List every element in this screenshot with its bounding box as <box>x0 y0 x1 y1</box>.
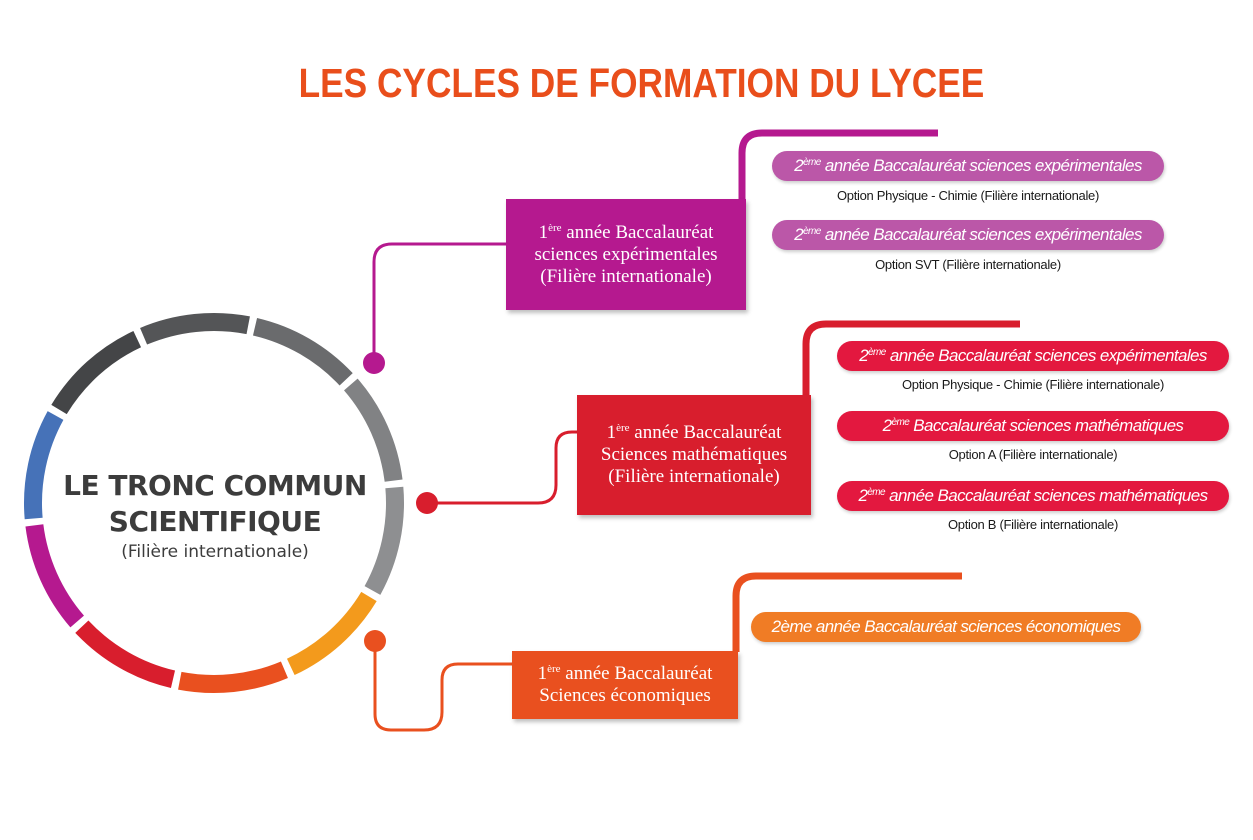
connector-top-branch-2 <box>802 320 1020 398</box>
center-disc <box>43 332 385 674</box>
ring-segment-10 <box>25 524 85 628</box>
option-physique-chimie: Option Physique - Chimie (Filière intern… <box>836 188 1100 203</box>
box-line3: (Filière internationale) <box>608 466 780 487</box>
option-svt: Option SVT (Filière internationale) <box>875 257 1061 272</box>
pill-2eme-sciences-experimentales-pc: 2ème année Baccalauréat sciences expérim… <box>772 151 1164 181</box>
ring-segment-7 <box>286 591 377 676</box>
box-line1: 1ère année Baccalauréat <box>538 221 714 243</box>
ring-segment-5 <box>343 378 403 482</box>
ring-segment-3 <box>140 313 250 345</box>
center-ring <box>24 313 404 693</box>
connectors <box>363 129 1020 732</box>
option-physique-chimie-2: Option Physique - Chimie (Filière intern… <box>901 377 1165 392</box>
box-line2: sciences expérimentales <box>534 243 718 265</box>
center-label-line2: SCIENTIFIQUE <box>108 505 322 538</box>
pill-2eme-sciences-mathematiques-a: 2ème Baccalauréat sciences mathématiques <box>837 411 1229 441</box>
connector-top-branch-1 <box>738 129 938 202</box>
option-b: Option B (Filière internationale) <box>947 517 1119 532</box>
ring-segment-9 <box>75 620 176 689</box>
connector-dot-branch-2 <box>416 492 438 514</box>
pill-2eme-sciences-mathematiques-b: 2ème année Baccalauréat sciences mathéma… <box>837 481 1229 511</box>
connector-branch-2 <box>427 430 580 505</box>
center-label-line3: (Filière internationale) <box>121 542 309 562</box>
center-label: LE TRONC COMMUN SCIENTIFIQUE (Filière in… <box>40 468 390 564</box>
ring-segment-4 <box>252 317 353 386</box>
ring-segment-8 <box>178 661 288 693</box>
box-1ere-sciences-experimentales: 1ère année Baccalauréat sciences expérim… <box>506 199 746 310</box>
option-a: Option A (Filière internationale) <box>948 447 1118 462</box>
page-title: LES CYCLES DE FORMATION DU LYCEE <box>298 60 985 106</box>
box-line3: (Filière internationale) <box>540 265 712 287</box>
box-line1: 1ère année Baccalauréat <box>606 422 782 443</box>
box-1ere-sciences-mathematiques: 1ère année Baccalauréat Sciences mathéma… <box>577 395 811 515</box>
pill-2eme-sciences-experimentales-pc-2: 2ème année Baccalauréat sciences expérim… <box>837 341 1229 371</box>
ring-segment-2 <box>51 330 142 415</box>
connector-dot-branch-1 <box>363 352 385 374</box>
box-line2: Sciences économiques <box>539 685 711 706</box>
connector-top-branch-3 <box>732 572 962 652</box>
box-line1: 1ère année Baccalauréat <box>537 663 713 684</box>
box-line2: Sciences mathématiques <box>600 444 788 465</box>
ring-segment-1 <box>24 411 64 520</box>
ring-segment-6 <box>364 486 404 595</box>
box-1ere-sciences-economiques: 1ère année Baccalauréat Sciences économi… <box>512 651 738 719</box>
center-label-line1: LE TRONC COMMUN <box>63 469 367 502</box>
connector-branch-3 <box>373 641 515 732</box>
pill-2eme-sciences-experimentales-svt: 2ème année Baccalauréat sciences expérim… <box>772 220 1164 250</box>
connector-dot-branch-3 <box>364 630 386 652</box>
pill-2eme-sciences-economiques: 2ème année Baccalauréat sciences économi… <box>751 612 1141 642</box>
connector-branch-1 <box>372 242 508 363</box>
